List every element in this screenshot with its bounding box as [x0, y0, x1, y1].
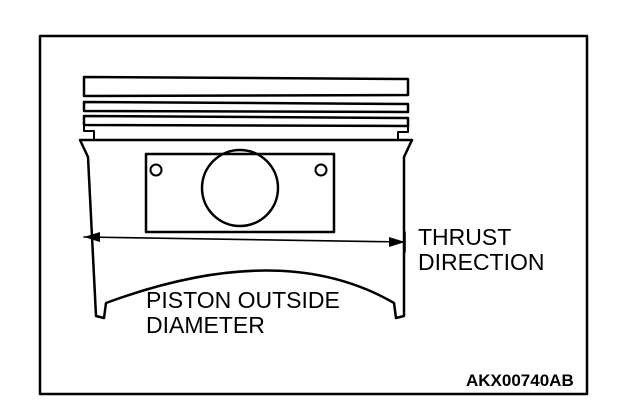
oil-ring-right [397, 125, 409, 141]
piston-ring-groove-1 [82, 100, 410, 114]
pin-boss [144, 152, 336, 234]
oil-ring-left [83, 124, 95, 141]
diameter-label-line2: DIAMETER [146, 312, 265, 338]
diameter-dimension-line [83, 236, 406, 243]
diameter-label-line1: PISTON OUTSIDE [146, 287, 340, 313]
dimension-arrow-left [84, 232, 100, 242]
boss-hole-left [149, 163, 163, 177]
figure-frame [38, 34, 589, 396]
pin-bore [200, 148, 280, 228]
thrust-label-line1: THRUST [418, 224, 512, 250]
piston-ring-groove-2 [82, 114, 410, 128]
thrust-label-line2: DIRECTION [418, 249, 545, 275]
figure-code: AKX00740AB [466, 371, 574, 390]
dimension-arrow-right [389, 237, 405, 247]
boss-hole-right [314, 163, 328, 177]
piston-skirt [78, 138, 414, 320]
piston-crown [82, 75, 410, 98]
